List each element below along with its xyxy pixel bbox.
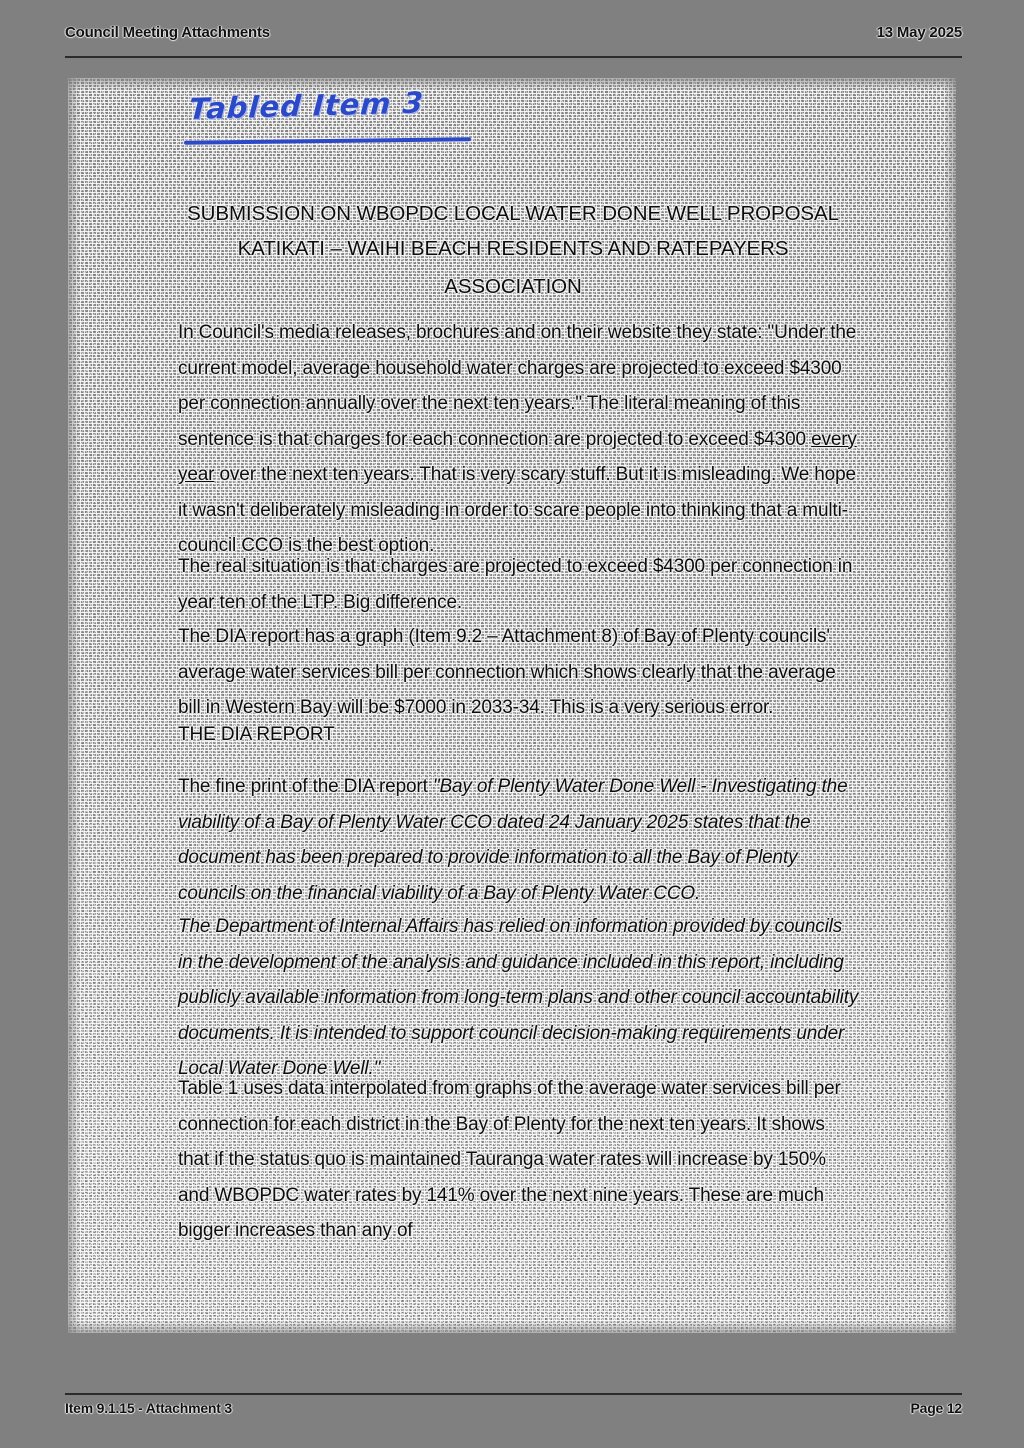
footer-divider (65, 1393, 962, 1395)
paragraph-table-1: Table 1 uses data interpolated from grap… (178, 1078, 841, 1241)
handwritten-note-text: Tabled Item 3 (188, 85, 425, 126)
page-footer: Item 9.1.15 - Attachment 3 Page 12 (65, 1400, 962, 1416)
footer-item-reference: Item 9.1.15 - Attachment 3 (65, 1400, 233, 1416)
document-title-line-1: SUBMISSION ON WBOPDC LOCAL WATER DONE WE… (187, 202, 839, 225)
paragraph-intro-part-1: In Council's media releases, brochures a… (178, 322, 857, 450)
section-heading-the-dia-report: THE DIA REPORT (178, 724, 335, 745)
header-date-right: 13 May 2025 (876, 24, 963, 41)
paragraph-dia-quote-2: The Department of Internal Affairs has r… (178, 916, 859, 1079)
header-title-left: Council Meeting Attachments (65, 24, 270, 41)
paragraph-real-situation: The real situation is that charges are p… (178, 556, 853, 613)
paragraph-intro-part-2: over the next ten years. That is very sc… (178, 464, 856, 556)
handwritten-annotation: Tabled Item 3 (183, 85, 488, 145)
document-title-org: KATIKATI – WAIHI BEACH RESIDENTS AND RAT… (237, 237, 789, 260)
paragraph-dia-lead: The fine print of the DIA report (178, 776, 433, 797)
page-header: Council Meeting Attachments 13 May 2025 (65, 24, 962, 58)
footer-page-number: Page 12 (910, 1400, 962, 1416)
paragraph-intro: In Council's media releases, brochures a… (178, 315, 860, 564)
paragraph-dia-fine-print: The fine print of the DIA report "Bay of… (178, 769, 860, 911)
document-title-org-cont: ASSOCIATION (444, 275, 582, 298)
handwritten-underline (183, 137, 472, 145)
document-title-line-2: KATIKATI – WAIHI BEACH RESIDENTS AND RAT… (128, 230, 898, 306)
paragraph-dia-graph: The DIA report has a graph (Item 9.2 – A… (178, 626, 836, 718)
header-divider (65, 56, 962, 58)
document-content: Tabled Item 3 SUBMISSION ON WBOPDC LOCAL… (68, 78, 956, 1333)
